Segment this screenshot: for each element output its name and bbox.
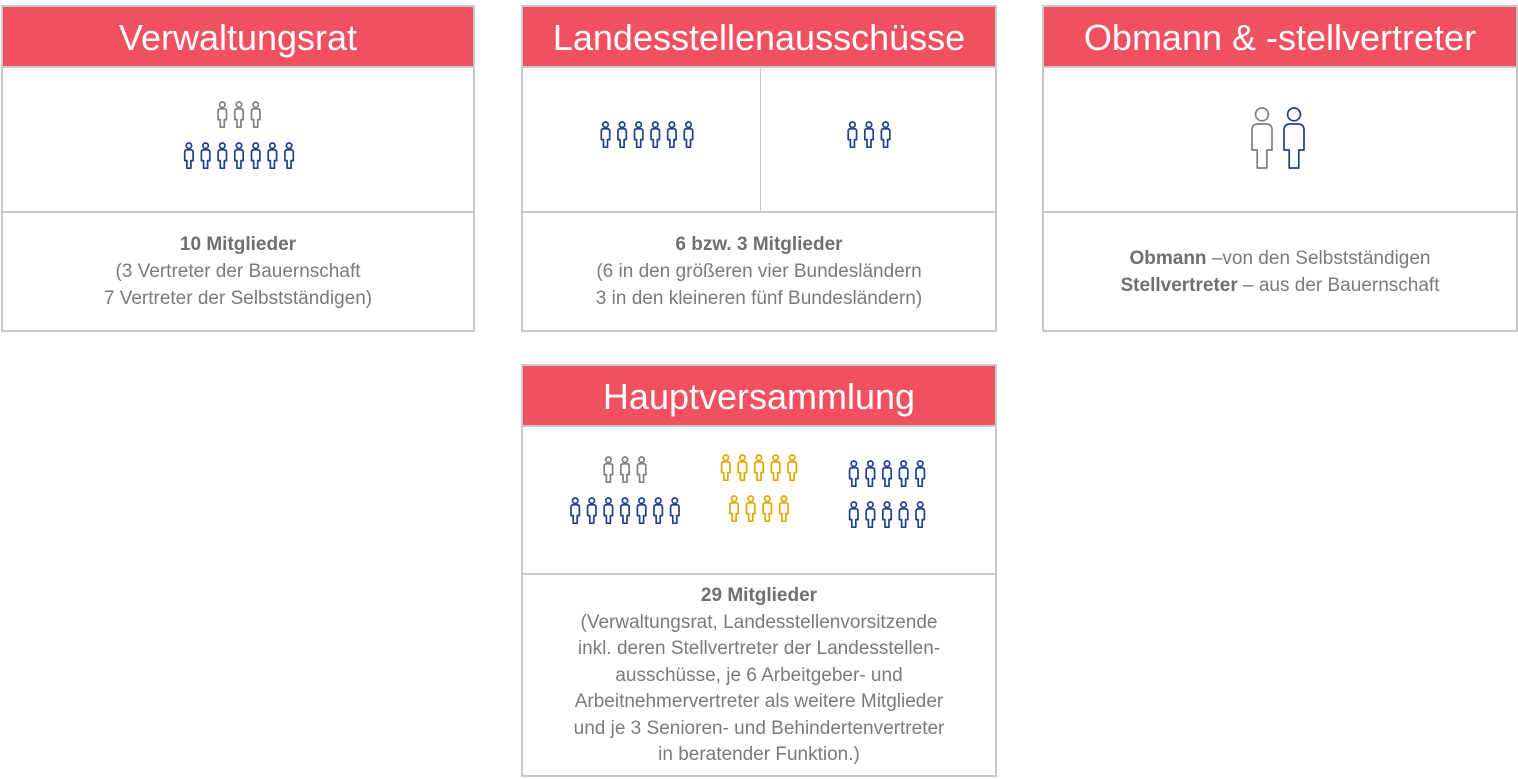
landesstellen-description: 6 bzw. 3 Mitglieder (6 in den größeren v… — [523, 231, 995, 312]
landesstellen-person-left-4 — [650, 121, 661, 149]
verwaltungsrat-card: Verwaltungsrat 10 Mitglieder (3 Vertrete… — [1, 5, 475, 332]
hauptversammlung-person-gray-2 — [619, 456, 631, 484]
hauptversammlung-person-gray-1 — [603, 456, 614, 484]
landesstellen-person-right-1 — [847, 121, 858, 149]
landesstellen-person-left-3 — [633, 121, 644, 149]
hauptversammlung-person-blue-6 — [653, 497, 664, 525]
verwaltungsrat-person-gray-3 — [250, 101, 261, 129]
obmann-description: Obmann –von den Selbstständigen Stellver… — [1044, 245, 1516, 299]
verwaltungsrat-person-blue-1 — [183, 142, 194, 170]
hauptversammlung-icons — [523, 427, 995, 575]
verwaltungsrat-count: 10 Mitglieder — [179, 234, 297, 255]
verwaltungsrat-person-gray-1 — [217, 101, 228, 129]
verwaltungsrat-detail-1: (3 Vertreter der Bauernschaft — [115, 261, 361, 282]
obmann-icons — [1044, 68, 1516, 213]
verwaltungsrat-person-blue-3 — [217, 142, 228, 170]
hauptversammlung-count: 29 Mitglieder — [700, 585, 818, 606]
hauptversammlung-person-blue2-10 — [915, 501, 926, 529]
landesstellen-divider — [760, 68, 761, 211]
hauptversammlung-person-blue2-4 — [898, 460, 909, 488]
hauptversammlung-person-blue-4 — [619, 497, 631, 525]
landesstellen-detail-2: 3 in den kleineren fünf Bundesländern) — [595, 288, 923, 309]
obmann-title: Obmann & -stellvertreter — [1044, 7, 1516, 68]
obmann-line-1: Obmann –von den Selbstständigen — [1044, 245, 1516, 272]
hauptversammlung-card: Hauptversammlung 29 Mitglieder (Verwaltu… — [521, 364, 997, 777]
hauptversammlung-detail-6: in beratender Funktion.) — [658, 744, 860, 765]
obmann-line-2: Stellvertreter – aus der Bauernschaft — [1044, 272, 1516, 299]
hauptversammlung-person-gold-5 — [787, 454, 798, 482]
hauptversammlung-person-blue2-8 — [881, 501, 893, 529]
obmann-people-icon — [1251, 107, 1305, 169]
obmann-label: Obmann — [1129, 248, 1207, 269]
stellvertreter-person-icon — [1251, 107, 1273, 169]
hauptversammlung-person-gold-3 — [753, 454, 765, 482]
hauptversammlung-person-gold-2 — [737, 454, 748, 482]
verwaltungsrat-person-blue-4 — [233, 142, 245, 170]
landesstellen-person-left-6 — [683, 121, 694, 149]
landesstellen-person-right-3 — [880, 121, 891, 149]
hauptversammlung-person-blue-3 — [603, 497, 614, 525]
hauptversammlung-description: 29 Mitglieder (Verwaltungsrat, Landesste… — [523, 583, 995, 769]
landesstellen-title: Landesstellenausschüsse — [523, 7, 995, 68]
hauptversammlung-person-blue2-7 — [865, 501, 876, 529]
landesstellen-person-right-2 — [863, 121, 875, 149]
hauptversammlung-detail-4: Arbeitnehmervertreter als weitere Mitgli… — [574, 691, 944, 712]
obmann-person-icon — [1283, 107, 1305, 169]
verwaltungsrat-title: Verwaltungsrat — [3, 7, 473, 68]
verwaltungsrat-person-gray-2 — [233, 101, 245, 129]
hauptversammlung-person-blue2-1 — [848, 460, 859, 488]
hauptversammlung-person-blue-5 — [636, 497, 647, 525]
verwaltungsrat-people-icon — [183, 101, 295, 170]
verwaltungsrat-person-blue-5 — [250, 142, 261, 170]
hauptversammlung-detail-1: (Verwaltungsrat, Landesstellenvorsitzend… — [580, 611, 938, 633]
hauptversammlung-person-gold-7 — [745, 495, 756, 523]
landesstellen-icons — [523, 68, 995, 213]
hauptversammlung-person-gold-8 — [762, 495, 773, 523]
hauptversammlung-person-blue2-2 — [865, 460, 876, 488]
hauptversammlung-person-blue2-3 — [881, 460, 893, 488]
hauptversammlung-detail-3: ausschüsse, je 6 Arbeitgeber- und — [615, 664, 903, 686]
hauptversammlung-person-blue-7 — [669, 497, 680, 525]
hauptversammlung-person-gold-9 — [778, 495, 789, 523]
landesstellen-detail-1: (6 in den größeren vier Bundesländern — [596, 261, 922, 282]
hauptversammlung-detail-2: inkl. deren Stellvertreter der Landesste… — [577, 638, 941, 659]
obmann-card: Obmann & -stellvertreter Obmann –von den… — [1042, 5, 1518, 332]
verwaltungsrat-person-blue-7 — [284, 142, 295, 170]
verwaltungsrat-description: 10 Mitglieder (3 Vertreter der Bauernsch… — [3, 231, 473, 312]
landesstellen-count: 6 bzw. 3 Mitglieder — [675, 234, 843, 255]
hauptversammlung-person-blue2-5 — [915, 460, 926, 488]
hauptversammlung-person-blue2-9 — [898, 501, 909, 529]
hauptversammlung-person-blue-1 — [570, 497, 581, 525]
hauptversammlung-detail-5: und je 3 Senioren- und Behindertenvertre… — [573, 717, 945, 739]
hauptversammlung-person-blue-2 — [586, 497, 597, 525]
verwaltungsrat-detail-2: 7 Vertreter der Selbstständigen) — [103, 288, 373, 309]
stellvertreter-label: Stellvertreter — [1120, 275, 1238, 296]
landesstellen-card: Landesstellenausschüsse 6 bzw. 3 Mitglie… — [521, 5, 997, 332]
hauptversammlung-person-gray-3 — [636, 456, 647, 484]
hauptversammlung-people-icon — [570, 454, 926, 529]
hauptversammlung-person-gold-1 — [720, 454, 731, 482]
verwaltungsrat-person-blue-2 — [200, 142, 211, 170]
hauptversammlung-person-gold-4 — [770, 454, 781, 482]
landesstellen-person-left-1 — [600, 121, 611, 149]
landesstellen-person-left-2 — [617, 121, 628, 149]
obmann-origin: –von den Selbstständigen — [1206, 248, 1431, 269]
stellvertreter-origin: – aus der Bauernschaft — [1237, 275, 1440, 296]
hauptversammlung-person-blue2-6 — [848, 501, 859, 529]
verwaltungsrat-person-blue-6 — [267, 142, 278, 170]
verwaltungsrat-icons — [3, 68, 473, 213]
hauptversammlung-person-gold-6 — [729, 495, 740, 523]
hauptversammlung-title: Hauptversammlung — [523, 366, 995, 427]
landesstellen-person-left-5 — [666, 121, 677, 149]
landesstellen-people-icon — [600, 121, 891, 149]
